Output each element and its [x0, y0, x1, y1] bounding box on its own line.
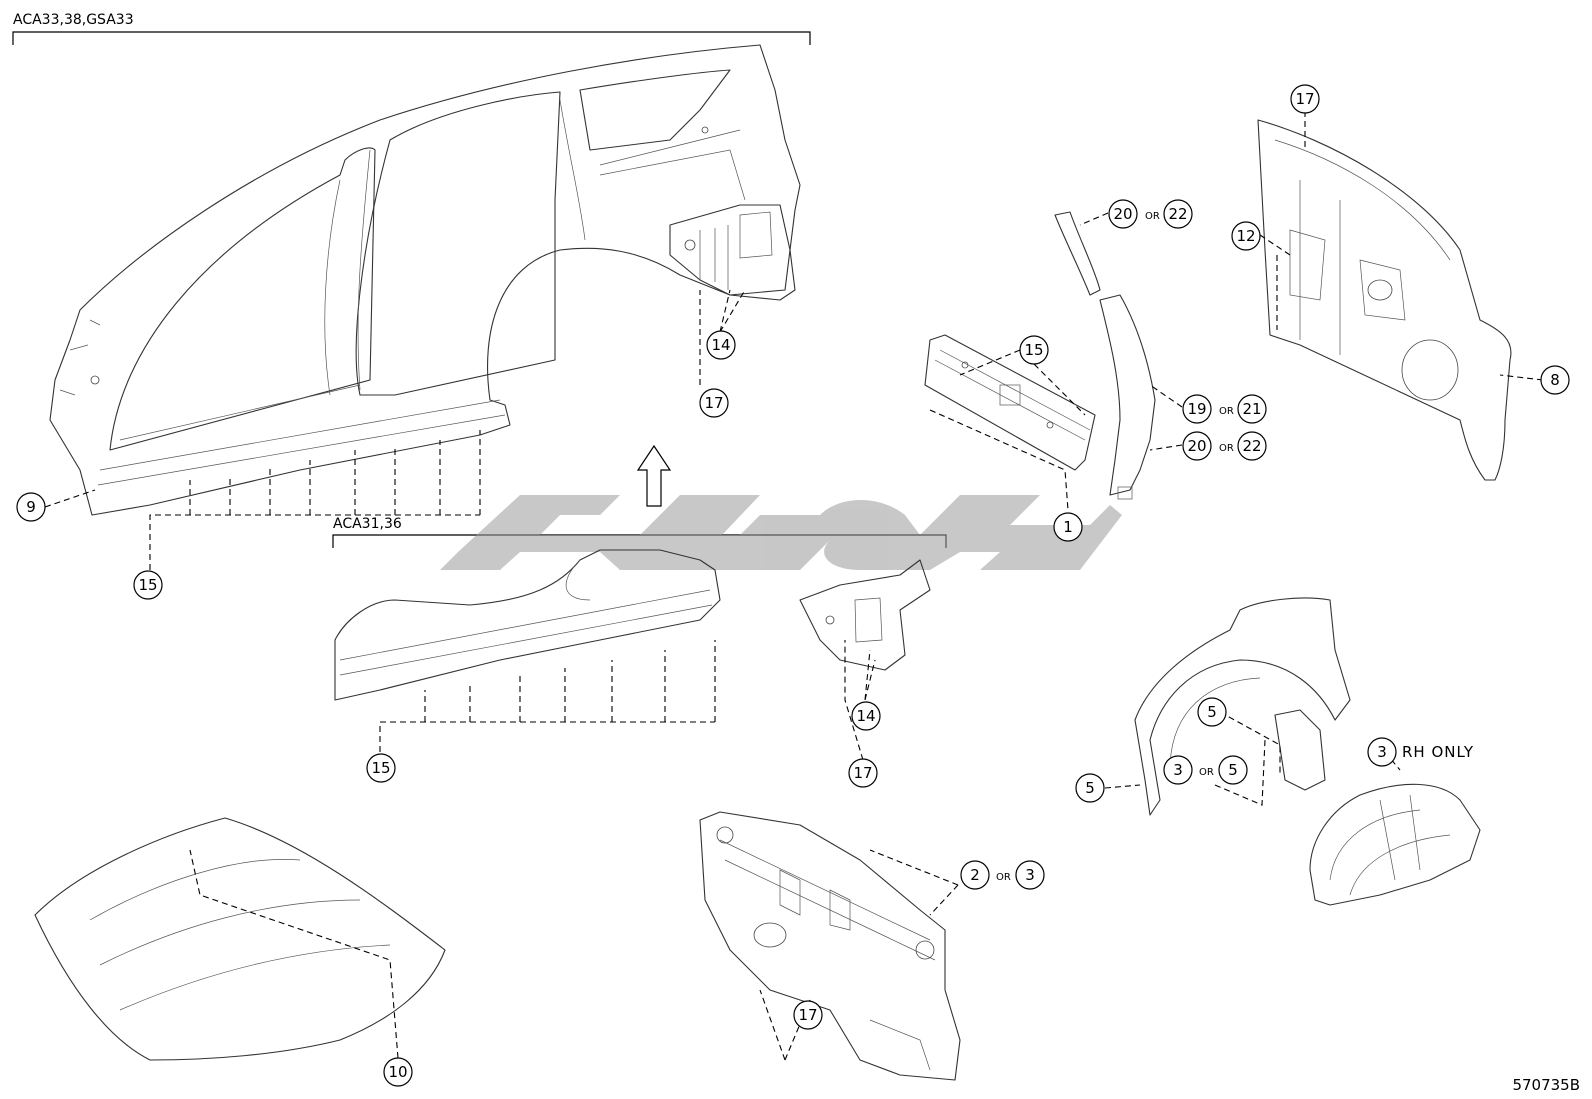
floor-crossmember	[924, 334, 1096, 471]
callout-1: 1	[1053, 512, 1083, 542]
svg-text:OR: OR	[1219, 406, 1234, 417]
svg-text:9: 9	[26, 498, 36, 516]
svg-text:17: 17	[798, 1006, 817, 1024]
group-label-middle: ACA31,36	[333, 516, 402, 532]
svg-text:17: 17	[853, 764, 872, 782]
svg-text:15: 15	[1024, 341, 1043, 359]
watermark-text: طبلون	[780, 558, 786, 561]
svg-text:21: 21	[1242, 400, 1261, 418]
callout-8: 8	[1540, 365, 1570, 395]
callout-9: 9	[16, 492, 46, 522]
svg-text:OR: OR	[1219, 443, 1234, 454]
figure-code: 570735B	[1512, 1076, 1580, 1094]
svg-text:20: 20	[1113, 205, 1132, 223]
callout-19-or-21: 19 OR 21	[1182, 394, 1267, 424]
svg-text:20: 20	[1187, 437, 1206, 455]
svg-text:14: 14	[856, 707, 875, 725]
watermark-logo: طبلون	[440, 495, 1122, 570]
group-bracket-left: ACA33,38,GSA33	[12, 12, 811, 45]
svg-text:10: 10	[388, 1063, 407, 1081]
callout-17-d: 17	[793, 1000, 823, 1030]
wheel-house-rh	[1309, 783, 1481, 906]
svg-text:14: 14	[711, 336, 730, 354]
callout-5-a: 5	[1197, 697, 1227, 727]
svg-text:17: 17	[1295, 90, 1314, 108]
callout-17-c: 17	[1290, 84, 1320, 114]
svg-text:OR: OR	[996, 872, 1011, 883]
svg-text:22: 22	[1168, 205, 1187, 223]
pillar-reinforcement	[1054, 211, 1156, 500]
callout-15-a: 15	[133, 570, 163, 600]
callout-3-or-5: 3 OR 5	[1163, 755, 1248, 785]
callout-20-or-22-a: 20 OR 22	[1108, 199, 1193, 229]
callout-17-b: 17	[848, 758, 878, 788]
hood-panel	[34, 817, 446, 1061]
group-label-left: ACA33,38,GSA33	[13, 12, 134, 28]
callout-14-a: 14	[706, 330, 736, 360]
svg-text:5: 5	[1228, 761, 1238, 779]
svg-text:15: 15	[138, 576, 157, 594]
callout-2-or-3: 2 OR 3	[960, 860, 1045, 890]
side-rocker-panel	[334, 549, 931, 701]
svg-text:15: 15	[371, 759, 390, 777]
quarter-panel-inner	[1257, 119, 1512, 481]
dash-panel	[699, 811, 961, 1081]
wheel-house-outer	[1134, 597, 1351, 816]
svg-text:3: 3	[1173, 761, 1183, 779]
callout-17-a: 17	[699, 388, 729, 418]
svg-text:5: 5	[1207, 703, 1217, 721]
callouts: 17 14 15 9 15 14 17 15 1 20 OR 22 19 OR …	[16, 84, 1570, 1087]
svg-text:1: 1	[1063, 518, 1073, 536]
side-body-panel-large	[49, 44, 801, 516]
svg-text:3: 3	[1025, 866, 1035, 884]
up-arrow-icon	[636, 444, 672, 507]
svg-text:8: 8	[1550, 371, 1560, 389]
svg-text:19: 19	[1187, 400, 1206, 418]
callout-20-or-22-b: 20 OR 22	[1182, 431, 1267, 461]
callout-10: 10	[383, 1057, 413, 1087]
svg-text:OR: OR	[1199, 767, 1214, 778]
callout-12: 12	[1231, 221, 1261, 251]
svg-text:12: 12	[1236, 227, 1255, 245]
svg-text:5: 5	[1085, 779, 1095, 797]
callout-15-c: 15	[366, 753, 396, 783]
leader-lines	[44, 111, 1544, 1061]
rh-only-label: RH ONLY	[1402, 743, 1474, 761]
svg-text:OR: OR	[1145, 211, 1160, 222]
svg-text:22: 22	[1242, 437, 1261, 455]
callout-15-b: 15	[1019, 335, 1049, 365]
svg-text:2: 2	[970, 866, 980, 884]
callout-3-rh-only: 3 RH ONLY	[1367, 737, 1474, 767]
callout-14-b: 14	[851, 701, 881, 731]
svg-text:17: 17	[704, 394, 723, 412]
svg-text:3: 3	[1377, 743, 1387, 761]
callout-5-b: 5	[1075, 773, 1105, 803]
